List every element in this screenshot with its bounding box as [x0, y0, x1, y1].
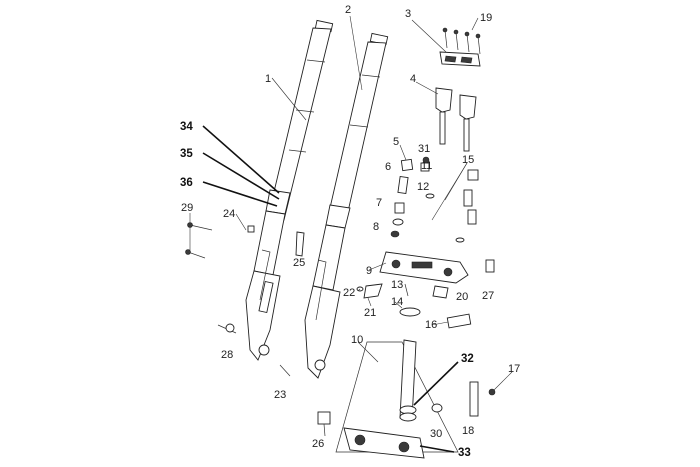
part-28: [217, 323, 237, 334]
link-21: [363, 283, 383, 299]
bracket-25: [295, 231, 305, 257]
top-clamp: [439, 51, 481, 67]
callout-24: 24: [223, 208, 235, 220]
callout-29: 29: [181, 202, 193, 214]
callout-30: 30: [430, 428, 442, 440]
callout-3: 3: [405, 8, 411, 20]
callout-34: 34: [180, 121, 193, 133]
callout-4: 4: [410, 73, 416, 85]
lower-bracket: [379, 251, 469, 284]
callout-23: 23: [274, 389, 286, 401]
left-fork-leg: [245, 19, 334, 361]
callout-11: 11: [421, 160, 432, 172]
handlebar-risers: [435, 87, 477, 152]
callout-18: 18: [462, 425, 474, 437]
callout-31: 31: [418, 143, 430, 155]
callout-19: 19: [480, 12, 492, 24]
callout-21: 21: [364, 307, 376, 319]
part-24: [247, 225, 255, 233]
screw-13: [404, 283, 409, 297]
small-parts: [390, 156, 479, 243]
callout-14: 14: [391, 296, 403, 308]
bolt-17: [488, 388, 496, 396]
callout-2: 2: [345, 4, 351, 16]
callout-32: 32: [461, 353, 474, 365]
right-fork-leg: [304, 32, 389, 379]
callout-20: 20: [456, 291, 468, 303]
callout-35: 35: [180, 148, 193, 160]
callout-15: 15: [462, 154, 474, 166]
callout-25: 25: [293, 257, 305, 269]
spacer-14: [399, 307, 421, 317]
link-20: [432, 285, 449, 299]
callout-5: 5: [393, 136, 399, 148]
damper-assembly: [335, 339, 459, 459]
callout-33: 33: [458, 447, 471, 459]
callout-7: 7: [376, 197, 382, 209]
callout-10: 10: [351, 334, 363, 346]
callout-22: 22: [343, 287, 355, 299]
leader-lines: [189, 15, 513, 453]
clamp-bolts: [442, 27, 481, 55]
callout-27: 27: [482, 290, 494, 302]
callout-8: 8: [373, 221, 379, 233]
callout-28: 28: [221, 349, 233, 361]
washer-30: [431, 403, 443, 413]
callout-12: 12: [417, 181, 429, 193]
part-18: [469, 381, 479, 417]
clip-27: [485, 259, 495, 273]
callout-1: 1: [265, 73, 271, 85]
callout-6: 6: [385, 161, 391, 173]
callout-16: 16: [425, 319, 437, 331]
callout-17: 17: [508, 363, 520, 375]
callout-36: 36: [180, 177, 193, 189]
callout-labels: 1 2 3 19 4 34 35 36 5 31 11 15 6 12 29 2…: [180, 4, 520, 459]
callout-13: 13: [391, 279, 403, 291]
axle-bolts: [185, 222, 213, 259]
callout-26: 26: [312, 438, 324, 450]
bolt-23: [279, 364, 291, 377]
spring-16: [446, 313, 472, 329]
part-26: [317, 411, 331, 437]
callout-9: 9: [366, 265, 372, 277]
